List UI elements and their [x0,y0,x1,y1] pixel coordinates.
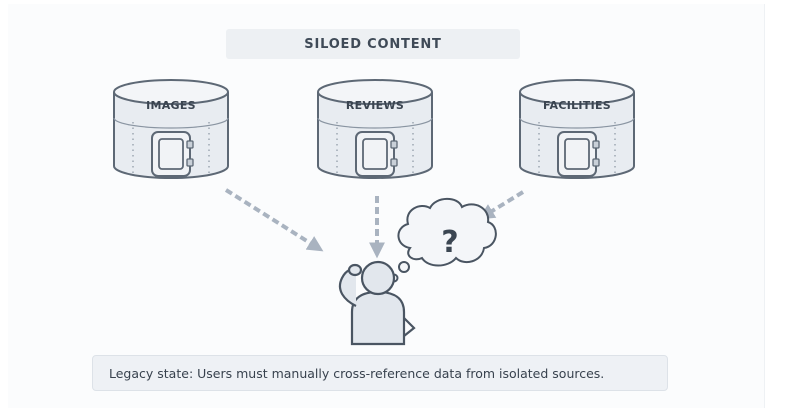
question-mark: ? [441,225,459,260]
silo-images: IMAGES [108,72,234,184]
diagram-title: SILOED CONTENT [304,36,442,52]
silo-label-facilities: FACILITIES [542,99,612,112]
silo-reviews: REVIEWS [312,72,438,184]
caption-box: Legacy state: Users must manually cross-… [92,355,668,391]
silo-facilities: FACILITIES [514,72,640,184]
silo-label-reviews: REVIEWS [345,99,405,112]
caption-text: Legacy state: Users must manually cross-… [109,365,605,381]
silo-label-images: IMAGES [146,99,196,112]
slide-background [8,4,765,408]
title-banner: SILOED CONTENT [226,29,520,59]
